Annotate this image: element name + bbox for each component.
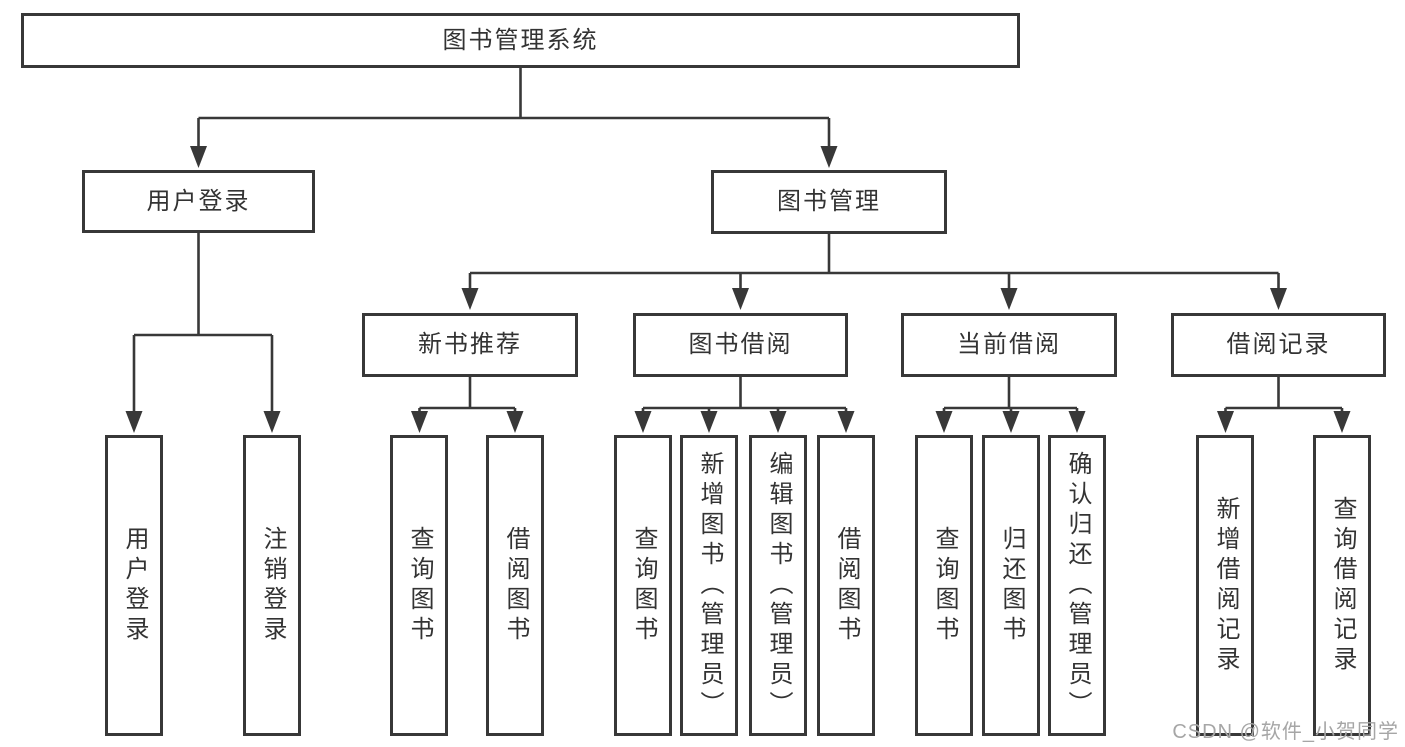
leaf-query-borrow-record: 查询借阅记录 (1313, 435, 1371, 736)
leaf-confirm-return-admin: 确认归还（管理员） (1048, 435, 1106, 736)
leaf-borrow-book: 借阅图书 (817, 435, 875, 736)
leaf-query-book-borrow: 查询图书 (614, 435, 672, 736)
leaf-add-borrow-record: 新增借阅记录 (1196, 435, 1254, 736)
leaf-edit-book-admin: 编辑图书（管理员） (749, 435, 807, 736)
node-current-borrow: 当前借阅 (901, 313, 1117, 377)
node-borrow-record: 借阅记录 (1171, 313, 1386, 377)
leaf-return-book: 归还图书 (982, 435, 1040, 736)
node-book-borrow: 图书借阅 (633, 313, 848, 377)
csdn-watermark: CSDN @软件_小贺同学 (1172, 721, 1399, 743)
leaf-add-book-admin: 新增图书（管理员） (680, 435, 738, 736)
leaf-user-login: 用户登录 (105, 435, 163, 736)
node-new-book-recommend: 新书推荐 (362, 313, 578, 377)
node-library-management-system: 图书管理系统 (21, 13, 1020, 68)
leaf-logout: 注销登录 (243, 435, 301, 736)
node-user-login: 用户登录 (82, 170, 315, 233)
node-book-management: 图书管理 (711, 170, 947, 234)
leaf-borrow-book-recommend: 借阅图书 (486, 435, 544, 736)
leaf-query-book-recommend: 查询图书 (390, 435, 448, 736)
leaf-query-book-current: 查询图书 (915, 435, 973, 736)
